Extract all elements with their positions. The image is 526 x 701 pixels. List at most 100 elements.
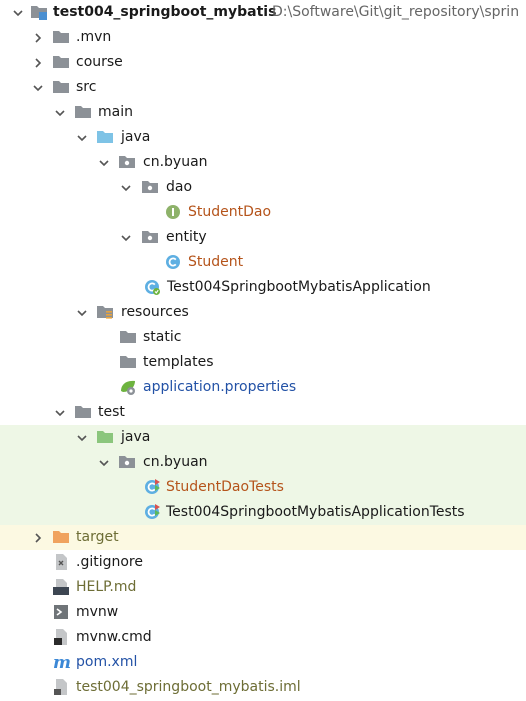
maven-icon: m bbox=[52, 653, 70, 671]
tree-label-dao: dao bbox=[166, 179, 193, 195]
chevron-right-icon[interactable] bbox=[30, 50, 46, 75]
tree-row-target[interactable]: target bbox=[0, 525, 526, 550]
project-name: test004_springboot_mybatis bbox=[53, 4, 277, 20]
source-folder-icon bbox=[96, 128, 114, 146]
spring-properties-icon bbox=[119, 378, 137, 396]
package-icon bbox=[118, 153, 136, 171]
chevron-down-icon[interactable] bbox=[118, 175, 134, 200]
tree-row-templates[interactable]: templates bbox=[0, 350, 526, 375]
package-icon bbox=[141, 228, 159, 246]
tree-label-iml: test004_springboot_mybatis.iml bbox=[76, 679, 301, 695]
chevron-down-icon[interactable] bbox=[30, 75, 46, 100]
tree-row-mvn[interactable]: .mvn bbox=[0, 25, 526, 50]
tree-row-src[interactable]: src bbox=[0, 75, 526, 100]
tree-row-test-java[interactable]: java bbox=[0, 425, 526, 450]
tree-row-main-java[interactable]: java bbox=[0, 125, 526, 150]
tree-label-target: target bbox=[76, 529, 119, 545]
module-file-icon bbox=[52, 678, 70, 696]
ignore-file-icon bbox=[52, 553, 70, 571]
tree-label-static: static bbox=[143, 329, 182, 345]
test-class-icon bbox=[143, 503, 161, 521]
tree-label-student-dao-tests: StudentDaoTests bbox=[166, 479, 284, 495]
tree-label-gitignore: .gitignore bbox=[76, 554, 143, 570]
tree-label-resources: resources bbox=[121, 304, 189, 320]
tree-label-mvn: .mvn bbox=[76, 29, 112, 45]
chevron-right-icon[interactable] bbox=[30, 525, 46, 550]
project-path: D:\Software\Git\git_repository\sprin bbox=[272, 4, 520, 20]
tree-label-test: test bbox=[98, 404, 125, 420]
test-class-icon bbox=[143, 478, 161, 496]
chevron-down-icon[interactable] bbox=[96, 450, 112, 475]
tree-row-pom[interactable]: m pom.xml bbox=[0, 650, 526, 675]
chevron-down-icon[interactable] bbox=[74, 425, 90, 450]
tree-label-help: HELP.md bbox=[76, 579, 137, 595]
tree-label-pom: pom.xml bbox=[76, 654, 138, 670]
tree-row-help[interactable]: HELP.md bbox=[0, 575, 526, 600]
tree-row-main-package[interactable]: cn.byuan bbox=[0, 150, 526, 175]
module-folder-icon bbox=[30, 3, 48, 21]
tree-label-application-properties: application.properties bbox=[143, 379, 297, 395]
tree-label-main-java: java bbox=[121, 129, 151, 145]
tree-row-dao[interactable]: dao bbox=[0, 175, 526, 200]
tree-row-entity[interactable]: entity bbox=[0, 225, 526, 250]
tree-label-templates: templates bbox=[143, 354, 214, 370]
tree-label-entity: entity bbox=[166, 229, 207, 245]
tree-row-student-dao-tests[interactable]: StudentDaoTests bbox=[0, 475, 526, 500]
package-icon bbox=[118, 453, 136, 471]
tree-row-gitignore[interactable]: .gitignore bbox=[0, 550, 526, 575]
folder-icon bbox=[74, 403, 92, 421]
svg-text:m: m bbox=[53, 653, 70, 671]
tree-row-mvnw-cmd[interactable]: mvnw.cmd bbox=[0, 625, 526, 650]
chevron-down-icon[interactable] bbox=[52, 400, 68, 425]
chevron-down-icon[interactable] bbox=[74, 125, 90, 150]
tree-row-test-package[interactable]: cn.byuan bbox=[0, 450, 526, 475]
test-folder-icon bbox=[96, 428, 114, 446]
tree-label-test-package: cn.byuan bbox=[143, 454, 208, 470]
chevron-right-icon[interactable] bbox=[30, 25, 46, 50]
tree-label-application: Test004SpringbootMybatisApplication bbox=[167, 279, 431, 295]
tree-row-application-properties[interactable]: application.properties bbox=[0, 375, 526, 400]
tree-label-test-java: java bbox=[121, 429, 151, 445]
chevron-down-icon[interactable] bbox=[96, 150, 112, 175]
interface-icon bbox=[164, 203, 182, 221]
excluded-folder-icon bbox=[52, 528, 70, 546]
tree-label-src: src bbox=[76, 79, 97, 95]
chevron-down-icon[interactable] bbox=[52, 100, 68, 125]
tree-row-mvnw[interactable]: mvnw bbox=[0, 600, 526, 625]
tree-label-student-dao: StudentDao bbox=[188, 204, 272, 220]
spring-boot-class-icon bbox=[143, 278, 161, 296]
class-icon bbox=[164, 253, 182, 271]
tree-label-course: course bbox=[76, 54, 123, 70]
tree-row-iml[interactable]: test004_springboot_mybatis.iml bbox=[0, 675, 526, 700]
tree-row-application-tests[interactable]: Test004SpringbootMybatisApplicationTests bbox=[0, 500, 526, 525]
package-icon bbox=[141, 178, 159, 196]
chevron-down-icon[interactable] bbox=[118, 225, 134, 250]
chevron-down-icon[interactable] bbox=[74, 300, 90, 325]
resources-folder-icon bbox=[96, 303, 114, 321]
folder-icon bbox=[119, 353, 137, 371]
folder-icon bbox=[52, 78, 70, 96]
chevron-down-icon[interactable] bbox=[10, 0, 26, 25]
tree-row-main[interactable]: main bbox=[0, 100, 526, 125]
tree-row-course[interactable]: course bbox=[0, 50, 526, 75]
folder-icon bbox=[52, 28, 70, 46]
shell-script-icon bbox=[52, 603, 70, 621]
tree-row-application[interactable]: Test004SpringbootMybatisApplication bbox=[0, 275, 526, 300]
tree-row-project[interactable]: test004_springboot_mybatis D:\Software\G… bbox=[0, 0, 526, 25]
tree-row-static[interactable]: static bbox=[0, 325, 526, 350]
tree-label-mvnw-cmd: mvnw.cmd bbox=[76, 629, 152, 645]
tree-label-main: main bbox=[98, 104, 133, 120]
markdown-icon bbox=[52, 578, 70, 596]
tree-row-resources[interactable]: resources bbox=[0, 300, 526, 325]
batch-file-icon bbox=[52, 628, 70, 646]
tree-label-student: Student bbox=[188, 254, 244, 270]
folder-icon bbox=[52, 53, 70, 71]
tree-label-application-tests: Test004SpringbootMybatisApplicationTests bbox=[166, 504, 465, 520]
tree-row-student[interactable]: Student bbox=[0, 250, 526, 275]
tree-row-student-dao[interactable]: StudentDao bbox=[0, 200, 526, 225]
tree-label-mvnw: mvnw bbox=[76, 604, 119, 620]
tree-label-main-package: cn.byuan bbox=[143, 154, 208, 170]
folder-icon bbox=[74, 103, 92, 121]
tree-row-test[interactable]: test bbox=[0, 400, 526, 425]
